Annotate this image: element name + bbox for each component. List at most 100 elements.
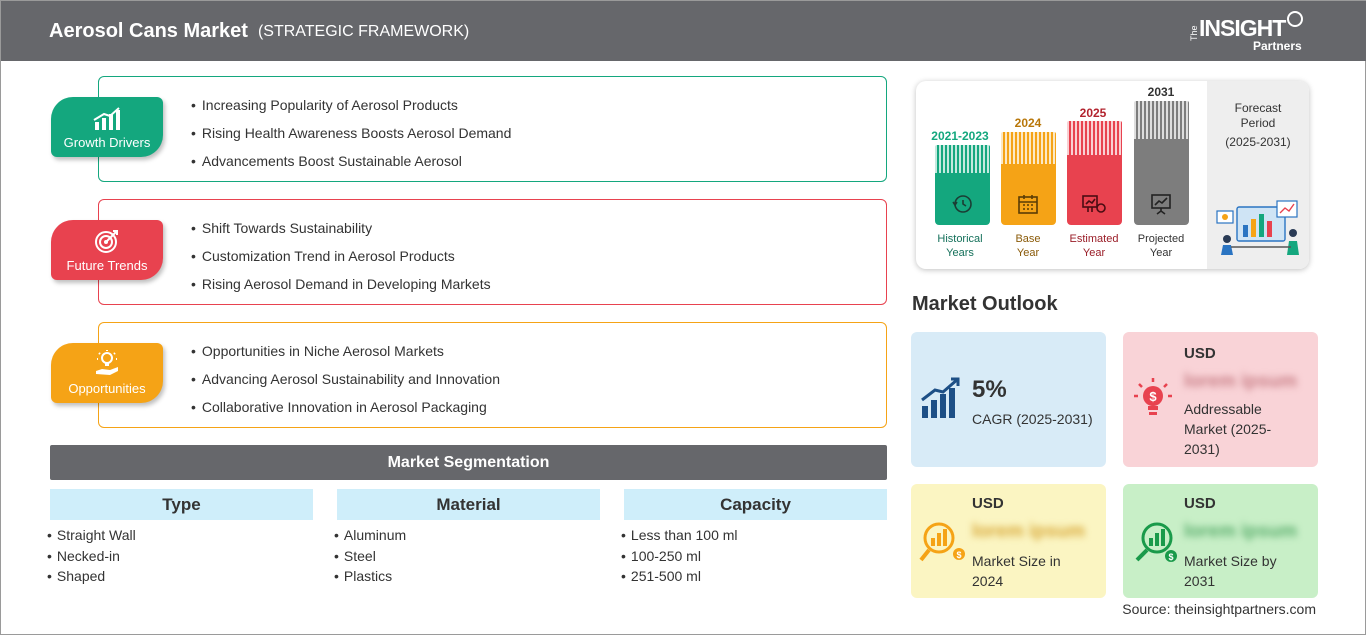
desc-line: Market Size in: [972, 553, 1061, 569]
forecast-line: (2025-2031): [1225, 135, 1291, 149]
svg-text:$: $: [1168, 552, 1173, 562]
growth-drivers-label: Growth Drivers: [63, 135, 151, 150]
logo-the: The: [1189, 25, 1199, 41]
opportunities-list: Opportunities in Niche Aerosol Markets A…: [191, 341, 500, 425]
future-trends-list: Shift Towards Sustainability Customizati…: [191, 218, 491, 302]
desc-line: 2031): [1184, 441, 1220, 457]
cagr-value: 5%: [972, 376, 1007, 403]
growth-chart-icon: [93, 107, 120, 130]
list-item: Straight Wall: [47, 527, 136, 548]
header-bar: Aerosol Cans Market (STRATEGIC FRAMEWORK…: [1, 1, 1366, 61]
magnifier-chart-icon: $: [1135, 522, 1177, 562]
future-trends-badge: Future Trends: [51, 220, 163, 280]
size-2024-label: Market Size in 2024: [972, 551, 1097, 591]
year-estimated: 2025: [1079, 106, 1107, 120]
segment-list-material: Aluminum Steel Plastics: [334, 527, 406, 589]
caption-line: Years: [946, 247, 974, 259]
opportunities-label: Opportunities: [68, 381, 146, 396]
list-item: Plastics: [334, 568, 406, 589]
target-icon: [95, 230, 118, 253]
list-item: Customization Trend in Aerosol Products: [191, 246, 491, 274]
list-item: 251-500 ml: [621, 568, 738, 589]
size-2031-usd: USD: [1184, 495, 1216, 512]
list-item: Shaped: [47, 568, 136, 589]
year-historical: 2021-2023: [931, 129, 989, 143]
bar-projected: [1134, 101, 1189, 225]
segment-header-material: Material: [337, 489, 600, 520]
desc-line: 2024: [972, 573, 1004, 589]
history-clock-icon: [952, 195, 972, 213]
presentation-board-icon: [1151, 194, 1171, 215]
opportunities-box: Opportunities in Niche Aerosol Markets A…: [98, 322, 887, 428]
segment-list-type: Straight Wall Necked-in Shaped: [47, 527, 136, 589]
desc-line: Addressable: [1184, 401, 1262, 417]
size-2031-label: Market Size by 2031: [1184, 551, 1309, 591]
market-outlook-title: Market Outlook: [912, 293, 1058, 315]
future-trends-box: Shift Towards Sustainability Customizati…: [98, 199, 887, 305]
logo-insight: INSIGHT: [1199, 15, 1286, 41]
size-2031-value-blurred: lorem ipsum: [1184, 521, 1297, 542]
desc-line: Market Size by: [1184, 553, 1277, 569]
forecast-line: Period: [1240, 116, 1276, 130]
addressable-value-blurred: lorem ipsum: [1184, 371, 1297, 392]
estimate-chart-icon: [1082, 195, 1106, 213]
growth-chart-icon: [921, 377, 960, 418]
magnifier-chart-icon: $: [919, 522, 965, 562]
bar-base: [1001, 132, 1056, 225]
list-item: Increasing Popularity of Aerosol Product…: [191, 95, 511, 123]
growth-drivers-list: Increasing Popularity of Aerosol Product…: [191, 95, 511, 179]
source-link[interactable]: Source: theinsightpartners.com: [1122, 601, 1316, 617]
growth-drivers-badge: Growth Drivers: [51, 97, 163, 157]
page-title: Aerosol Cans Market: [49, 19, 248, 42]
calendar-icon: [1018, 195, 1038, 214]
page-subtitle: (STRATEGIC FRAMEWORK): [257, 23, 470, 40]
addressable-market-card: $ USD lorem ipsum Addressable Market (20…: [1123, 332, 1318, 467]
year-projected: 2031: [1147, 85, 1175, 99]
caption-line: Year: [1082, 247, 1106, 259]
desc-line: 2031: [1184, 573, 1216, 589]
analytics-illustration-icon: [1216, 200, 1299, 255]
list-item: Advancing Aerosol Sustainability and Inn…: [191, 369, 500, 397]
segment-list-capacity: Less than 100 ml 100-250 ml 251-500 ml: [621, 527, 738, 589]
caption-line: Year: [1149, 247, 1173, 259]
growth-drivers-box: Increasing Popularity of Aerosol Product…: [98, 76, 887, 182]
list-item: Rising Health Awareness Boosts Aerosol D…: [191, 123, 511, 151]
list-item: 100-250 ml: [621, 548, 738, 569]
list-item: Opportunities in Niche Aerosol Markets: [191, 341, 500, 369]
caption-line: Estimated: [1069, 233, 1119, 245]
desc-line: Market (2025-: [1184, 421, 1272, 437]
lightbulb-hand-icon: [96, 350, 118, 375]
caption-line: Projected: [1137, 233, 1185, 245]
caption-line: Year: [1016, 247, 1040, 259]
svg-text:$: $: [1149, 389, 1157, 404]
bar-historical: [935, 145, 990, 225]
list-item: Necked-in: [47, 548, 136, 569]
market-size-2024-card: $ USD lorem ipsum Market Size in 2024: [911, 484, 1106, 598]
caption-base: Base Year: [993, 232, 1063, 260]
lightbulb-dollar-icon: $: [1134, 378, 1172, 415]
bar-estimated: [1067, 121, 1122, 225]
addressable-label: Addressable Market (2025- 2031): [1184, 399, 1309, 459]
year-base: 2024: [1014, 116, 1042, 130]
opportunities-badge: Opportunities: [51, 343, 163, 403]
logo-partners: Partners: [1253, 39, 1302, 53]
size-2024-usd: USD: [972, 495, 1004, 512]
list-item: Less than 100 ml: [621, 527, 738, 548]
addressable-usd: USD: [1184, 345, 1216, 362]
cagr-label: CAGR (2025-2031): [972, 411, 1093, 427]
market-size-2031-card: $ USD lorem ipsum Market Size by 2031: [1123, 484, 1318, 598]
future-trends-label: Future Trends: [66, 258, 148, 273]
logo-ring-icon: [1287, 11, 1303, 27]
caption-historical: Historical Years: [925, 232, 995, 260]
market-segmentation-bar: Market Segmentation: [50, 445, 887, 480]
list-item: Steel: [334, 548, 406, 569]
list-item: Shift Towards Sustainability: [191, 218, 491, 246]
caption-projected: Projected Year: [1126, 232, 1196, 260]
cagr-card: 5% CAGR (2025-2031): [911, 332, 1106, 467]
list-item: Collaborative Innovation in Aerosol Pack…: [191, 397, 500, 425]
segment-header-type: Type: [50, 489, 313, 520]
list-item: Aluminum: [334, 527, 406, 548]
caption-line: Base: [1015, 233, 1041, 245]
forecast-period-label: Forecast Period (2025-2031): [1207, 101, 1309, 150]
